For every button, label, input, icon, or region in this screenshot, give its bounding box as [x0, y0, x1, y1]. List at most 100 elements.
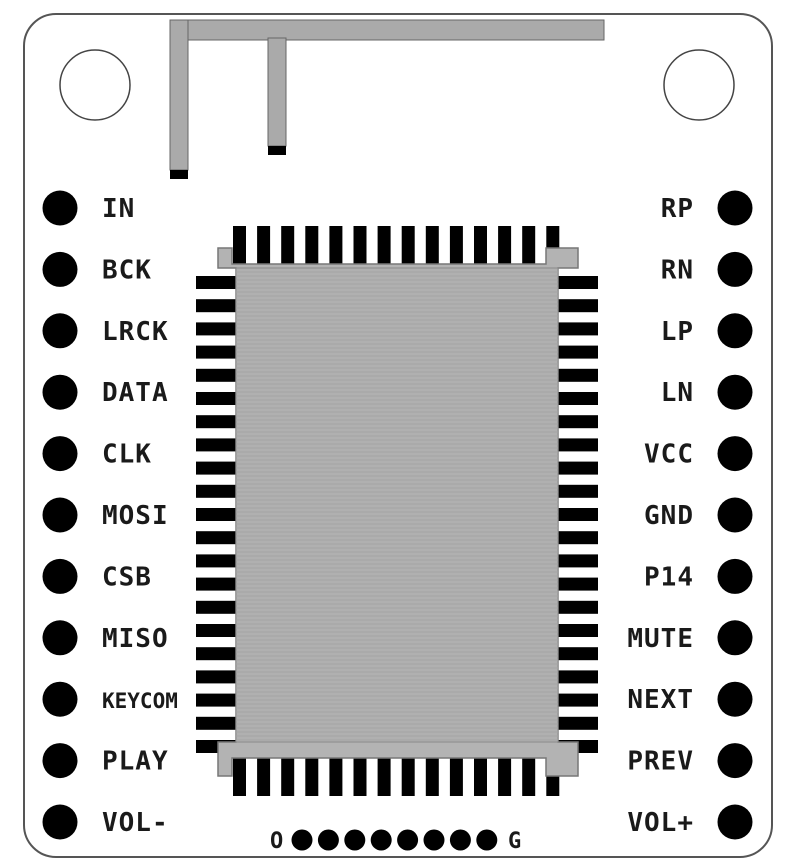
chip-pad-left-14 [196, 577, 236, 591]
chip-pad-top-12 [498, 226, 512, 264]
right-pin-pad-1 [717, 190, 753, 226]
chip-pad-right-8 [558, 438, 598, 452]
chip-pad-top-7 [377, 226, 391, 264]
chip-pad-left-15 [196, 600, 236, 614]
chip-pad-left-1 [196, 276, 236, 289]
chip-pad-left-8 [196, 438, 236, 452]
chip-pad-bottom-12 [498, 758, 512, 796]
antenna-feed-pad [170, 170, 188, 179]
bottom-header-pad-2 [317, 829, 339, 851]
mounting-hole-left [59, 49, 131, 121]
bottom-header-pads [291, 829, 498, 851]
chip-pad-left-12 [196, 531, 236, 545]
chip-pad-left-4 [196, 345, 236, 359]
right-pin-label-3: LP [661, 317, 694, 347]
chip-pad-left-10 [196, 484, 236, 498]
chip-pad-right-1 [558, 276, 598, 289]
right-pin-label-9: NEXT [627, 685, 694, 715]
chip-pad-right-17 [558, 647, 598, 661]
chip-pad-left-13 [196, 554, 236, 568]
right-pin-pad-5 [717, 436, 753, 472]
chip-pad-right-12 [558, 531, 598, 545]
chip-pad-right-19 [558, 693, 598, 707]
left-pin-label-2: BCK [102, 255, 152, 285]
right-pin-pad-4 [717, 374, 753, 410]
chip-pad-top-5 [329, 226, 343, 264]
mounting-hole-right [663, 49, 735, 121]
chip-pad-right-11 [558, 508, 598, 521]
chip-pad-left-3 [196, 322, 236, 336]
right-pin-label-10: PREV [627, 747, 694, 777]
chip-pad-bottom-3 [281, 758, 295, 796]
right-pin-pad-7 [717, 558, 753, 594]
right-pin-pad-10 [717, 743, 753, 779]
left-pin-pad-5 [42, 436, 78, 472]
chip-pad-right-3 [558, 322, 598, 336]
chip-pad-left-11 [196, 508, 236, 521]
left-pin-label-11: VOL- [102, 808, 169, 838]
chip-pad-right-5 [558, 368, 598, 382]
chip-pad-left-6 [196, 392, 236, 405]
bottom-header-pad-8 [476, 829, 498, 851]
left-pin-pad-3 [42, 313, 78, 349]
chip-pad-left-9 [196, 461, 236, 475]
bottom-header-pad-6 [423, 829, 445, 851]
right-pin-label-5: VCC [644, 440, 694, 470]
chip-pad-right-7 [558, 415, 598, 429]
antenna-trace [169, 19, 605, 171]
chip-pad-top-4 [305, 226, 319, 264]
left-pin-label-9: KEYCOM [102, 689, 178, 713]
left-pin-label-3: LRCK [102, 317, 169, 347]
chip-pad-bottom-9 [425, 758, 439, 796]
chip-pad-bottom-6 [353, 758, 367, 796]
chip-pad-bottom-8 [401, 758, 415, 796]
chip-pads-top [233, 226, 560, 264]
chip-pad-left-17 [196, 647, 236, 661]
chip-pad-left-7 [196, 415, 236, 429]
chip-pad-left-19 [196, 693, 236, 707]
right-pin-label-1: RP [661, 194, 694, 224]
chip-pad-bottom-5 [329, 758, 343, 796]
chip-pad-right-6 [558, 392, 598, 405]
chip-pad-right-10 [558, 484, 598, 498]
bottom-header-pad-3 [344, 829, 366, 851]
left-pin-label-1: IN [102, 194, 135, 224]
chip-pad-right-13 [558, 554, 598, 568]
left-pin-pad-11 [42, 804, 78, 840]
chip-pad-bottom-1 [233, 758, 246, 796]
chip-pad-bottom-2 [257, 758, 271, 796]
left-pin-pad-2 [42, 251, 78, 287]
chip-pad-top-1 [233, 226, 246, 264]
chip-pad-bottom-10 [449, 758, 463, 796]
bottom-header-pad-4 [370, 829, 392, 851]
chip-pad-top-13 [522, 226, 536, 264]
chip-pad-right-4 [558, 345, 598, 359]
chip-pad-bottom-11 [474, 758, 487, 796]
left-pin-label-6: MOSI [102, 501, 169, 531]
left-pin-label-10: PLAY [102, 747, 169, 777]
bottom-header-pad-7 [449, 829, 471, 851]
chip-pad-top-8 [401, 226, 415, 264]
right-pin-label-8: MUTE [627, 624, 694, 654]
left-pin-label-5: CLK [102, 440, 152, 470]
right-pin-pad-11 [717, 804, 753, 840]
chip-pad-bottom-7 [377, 758, 391, 796]
right-pin-pad-9 [717, 681, 753, 717]
chip-pad-right-14 [558, 577, 598, 591]
bottom-header-pad-1 [291, 829, 313, 851]
chip-pad-left-5 [196, 368, 236, 382]
chip-pad-top-6 [353, 226, 367, 264]
chip-pad-left-18 [196, 670, 236, 684]
right-pin-label-7: P14 [644, 562, 694, 592]
left-pin-pad-1 [42, 190, 78, 226]
chip-hatch [236, 271, 558, 741]
left-pin-pad-8 [42, 620, 78, 656]
right-pin-label-6: GND [644, 501, 694, 531]
chip-pad-left-20 [196, 716, 236, 730]
antenna-ground-pad [268, 146, 286, 155]
chip-pads-right [558, 276, 598, 753]
right-pin-label-11: VOL+ [627, 808, 694, 838]
chip-pad-right-9 [558, 461, 598, 475]
